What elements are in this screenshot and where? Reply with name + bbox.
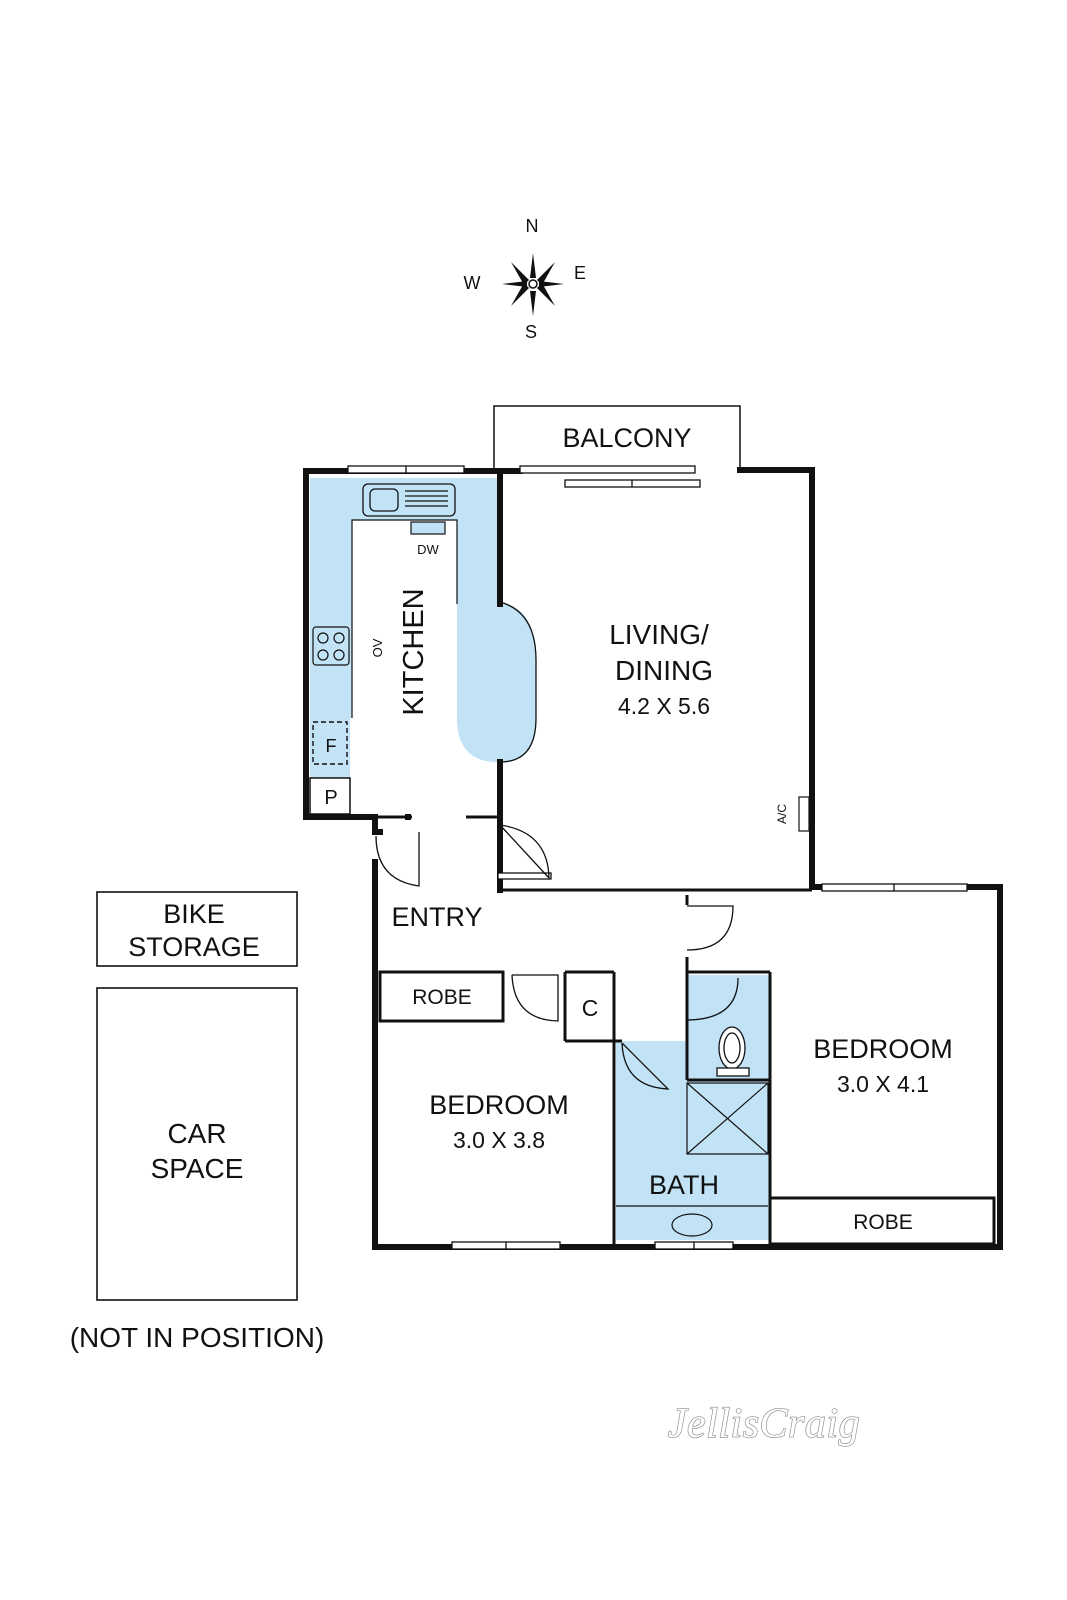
brand-logo: JellisCraig	[668, 1401, 860, 1447]
sink-icon	[362, 483, 456, 517]
balcony-outline	[493, 405, 741, 471]
wet-area-fills	[310, 478, 770, 1240]
air-conditioner-label: A/C	[775, 804, 789, 824]
kitchen-counter-outline	[351, 519, 458, 718]
compass-south-label: S	[525, 322, 537, 342]
entry-label: ENTRY	[391, 902, 482, 932]
kitchen-island-outline	[499, 601, 537, 763]
pantry-box	[309, 777, 351, 815]
compass-north-label: N	[526, 216, 539, 236]
cupboard-label: C	[582, 995, 599, 1021]
bath-vanity-icon	[616, 1205, 768, 1237]
toilet-icon	[716, 1026, 750, 1077]
robe-label-bedroom2: ROBE	[853, 1211, 913, 1234]
interior-walls	[350, 815, 996, 1247]
bedroom1-label: BEDROOM	[429, 1090, 569, 1120]
not-in-position-note: (NOT IN POSITION)	[70, 1322, 325, 1353]
compass-east-label: E	[574, 263, 586, 283]
bedroom1-dimensions: 3.0 X 3.8	[453, 1127, 545, 1153]
bedroom2-label: BEDROOM	[813, 1034, 953, 1064]
shower-icon	[686, 1082, 769, 1155]
balcony-label: BALCONY	[562, 423, 691, 453]
car-space-label-line1: CAR	[167, 1118, 226, 1149]
oven-label: OV	[370, 638, 385, 657]
dishwasher-icon	[410, 521, 446, 535]
dishwasher-label: DW	[417, 542, 439, 557]
robe-label-bedroom1: ROBE	[412, 986, 472, 1009]
living-label-line2: DINING	[615, 655, 713, 686]
fridge-icon	[312, 721, 348, 765]
bike-storage-label-line2: STORAGE	[128, 932, 260, 962]
living-dimensions: 4.2 X 5.6	[618, 693, 710, 719]
car-space-box	[96, 987, 298, 1301]
windows	[347, 465, 968, 1250]
bedroom2-dimensions: 3.0 X 4.1	[837, 1071, 929, 1097]
bike-storage-box	[96, 891, 298, 967]
fridge-label: F	[326, 736, 337, 756]
pantry-label: P	[324, 787, 337, 809]
bike-storage-label-line1: BIKE	[163, 899, 225, 929]
door-swings	[375, 824, 739, 1090]
compass-rose-icon	[502, 253, 564, 316]
car-space-label-line2: SPACE	[151, 1153, 244, 1184]
bath-label: BATH	[649, 1170, 719, 1200]
cooktop-icon	[312, 626, 350, 666]
compass-west-label: W	[464, 273, 481, 293]
air-conditioner-icon	[798, 796, 810, 832]
living-label-line1: LIVING/	[609, 619, 709, 650]
kitchen-label: KITCHEN	[398, 588, 430, 715]
